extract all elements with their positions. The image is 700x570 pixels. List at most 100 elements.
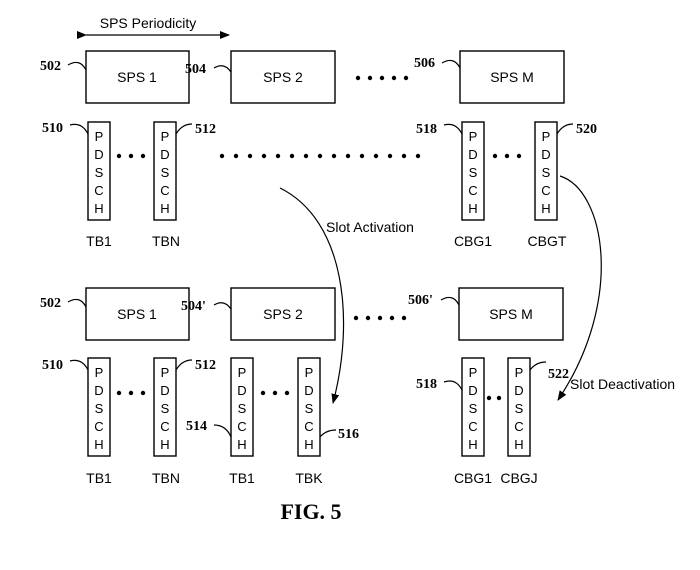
top-pdsch-cbg1-leader — [443, 123, 463, 135]
top-sps-1-ref: 502 — [40, 59, 61, 74]
top-sps-m-label: SPS M — [490, 69, 534, 85]
pdsch-letter: C — [304, 419, 313, 434]
bottom-sps-1-label: SPS 1 — [117, 306, 157, 322]
pdsch-letter: D — [94, 147, 103, 162]
top-pdsch-ellipsis-2 — [492, 153, 522, 159]
pdsch-letter: D — [94, 383, 103, 398]
top-pdsch-tbn-label: TBN — [152, 233, 180, 249]
top-sps-2-label: SPS 2 — [263, 69, 303, 85]
top-sps-2-leader — [213, 65, 232, 73]
pdsch-letter: H — [468, 437, 477, 452]
top-long-ellipsis — [219, 153, 421, 159]
top-sps-m-leader — [441, 59, 461, 69]
bottom-pdsch-tb1-ref: 510 — [42, 358, 63, 373]
pdsch-letter: S — [161, 165, 170, 180]
pdsch-letter: S — [95, 401, 104, 416]
top-pdsch-cbgt-leader — [556, 123, 574, 135]
pdsch-letter: S — [95, 165, 104, 180]
bottom-pdsch-tbk-label: TBK — [295, 470, 323, 486]
top-sps-2-ref: 504 — [185, 62, 206, 77]
top-sps-ellipsis — [355, 75, 409, 81]
bottom-pdsch-cbgj-leader — [529, 361, 547, 371]
pdsch-letter: D — [514, 383, 523, 398]
pdsch-letter: P — [161, 365, 170, 380]
pdsch-letter: S — [469, 401, 478, 416]
pdsch-letter: P — [161, 129, 170, 144]
pdsch-letter: S — [238, 401, 247, 416]
bottom-sps-2-label: SPS 2 — [263, 306, 303, 322]
bottom-pdsch-ellipsis-2 — [260, 390, 290, 396]
bottom-pdsch-tbk-ref: 516 — [338, 427, 359, 442]
top-pdsch-tb1-leader — [69, 123, 89, 135]
bottom-pdsch-tbn-leader — [175, 359, 193, 371]
slot-activation-label: Slot Activation — [326, 219, 414, 235]
pdsch-letter: H — [304, 437, 313, 452]
pdsch-letter: S — [161, 401, 170, 416]
pdsch-letter: C — [160, 419, 169, 434]
pdsch-letter: D — [541, 147, 550, 162]
bottom-pdsch-ellipsis-1 — [116, 390, 146, 396]
bottom-sps-m-ref: 506' — [408, 293, 433, 308]
pdsch-letter: D — [160, 147, 169, 162]
pdsch-letter: P — [469, 129, 478, 144]
pdsch-letter: S — [515, 401, 524, 416]
top-pdsch-tbn-ref: 512 — [195, 122, 216, 137]
bottom-pdsch-cbg1-ref: 518 — [416, 377, 437, 392]
pdsch-letter: C — [94, 183, 103, 198]
slot-deactivation-label: Slot Deactivation — [570, 376, 675, 392]
top-pdsch-cbgt-label: CBGT — [528, 233, 567, 249]
bottom-pdsch-tb1-b-ref: 514 — [186, 419, 207, 434]
pdsch-letter: C — [468, 183, 477, 198]
pdsch-letter: C — [468, 419, 477, 434]
bottom-sps-1-ref: 502 — [40, 296, 61, 311]
bottom-pdsch-tb1-b-leader — [213, 424, 232, 438]
pdsch-letter: H — [468, 201, 477, 216]
pdsch-letter: S — [542, 165, 551, 180]
pdsch-letter: P — [469, 365, 478, 380]
pdsch-letter: P — [95, 129, 104, 144]
figure-caption: FIG. 5 — [280, 499, 341, 524]
top-pdsch-cbg1-label: CBG1 — [454, 233, 492, 249]
pdsch-letter: P — [238, 365, 247, 380]
bottom-pdsch-ellipsis-3 — [486, 395, 502, 401]
pdsch-letter: D — [237, 383, 246, 398]
bottom-sps-1-leader — [67, 298, 87, 308]
pdsch-letter: P — [515, 365, 524, 380]
top-sps-m-ref: 506 — [414, 56, 435, 71]
pdsch-letter: H — [94, 201, 103, 216]
top-sps-1-leader — [67, 61, 87, 71]
top-pdsch-ellipsis-1 — [116, 153, 146, 159]
bottom-sps-2-leader — [213, 302, 232, 310]
bottom-pdsch-tb1-label: TB1 — [86, 470, 112, 486]
bottom-sps-1: SPS 1 502 — [40, 287, 190, 341]
pdsch-letter: H — [160, 437, 169, 452]
slot-deactivation-arrow — [557, 175, 602, 401]
pdsch-letter: P — [305, 365, 314, 380]
bottom-pdsch-tb1-leader — [69, 359, 89, 371]
bottom-sps-m: SPS M 506' — [408, 287, 564, 341]
top-pdsch-tb1-label: TB1 — [86, 233, 112, 249]
pdsch-letter: H — [160, 201, 169, 216]
top-sps-m: SPS M 506 — [414, 50, 565, 104]
pdsch-letter: D — [304, 383, 313, 398]
top-sps-2: SPS 2 504 — [185, 50, 336, 104]
pdsch-letter: H — [94, 437, 103, 452]
pdsch-letter: C — [160, 183, 169, 198]
bottom-pdsch-tbn-label: TBN — [152, 470, 180, 486]
top-pdsch-cbg1-ref: 518 — [416, 122, 437, 137]
top-pdsch-tbn-leader — [175, 123, 193, 135]
pdsch-letter: P — [542, 129, 551, 144]
